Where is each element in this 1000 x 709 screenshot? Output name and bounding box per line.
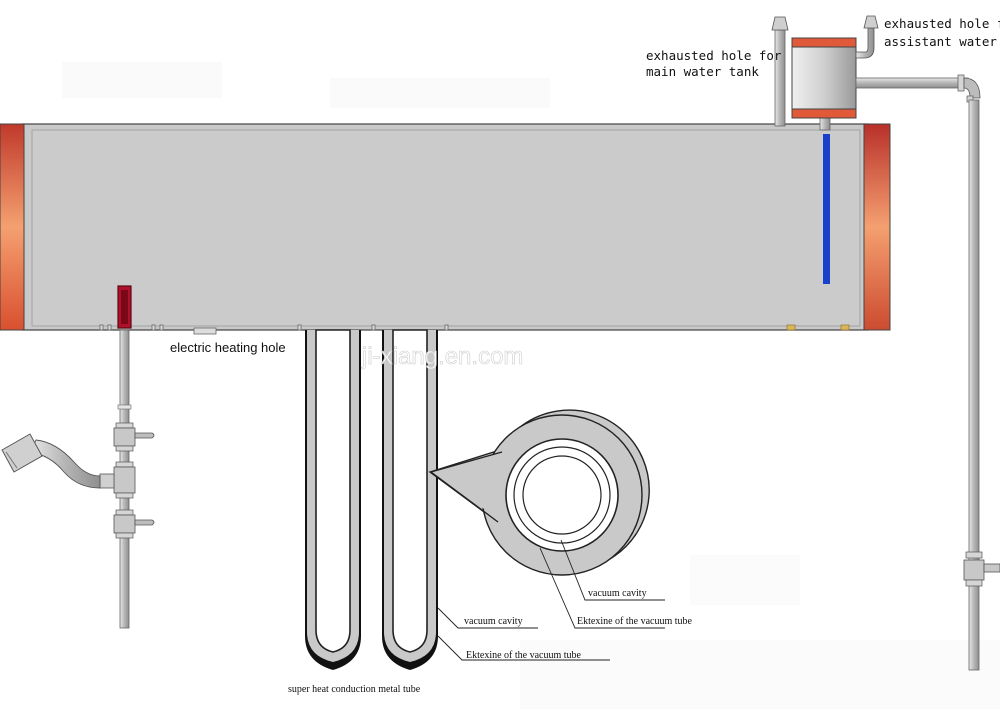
lower-valve — [113, 509, 155, 539]
assistant-water-tank — [791, 15, 879, 131]
assistant-tank-body — [791, 37, 857, 119]
tank-bottom-yellow-fittings — [786, 324, 850, 331]
tank-left-end-cap — [0, 123, 25, 331]
label-exhaust-assistant-line1: exhausted hole for — [884, 16, 1000, 31]
watermark: ji-xiang.en.com — [361, 343, 523, 370]
background-ghosts — [62, 62, 1000, 709]
shower-head — [1, 433, 101, 489]
exhaust-pipe-main-tank — [771, 16, 789, 127]
vacuum-tube-left — [305, 329, 361, 670]
vacuum-tube-right — [382, 329, 438, 670]
tank-inner-shell — [31, 129, 861, 327]
assistant-supply-pipe — [855, 74, 1000, 671]
label-exhaust-main-line1: exhausted hole for — [646, 48, 782, 63]
label-exhaust-assistant-line2: assistant water tank — [884, 34, 1000, 49]
lower-valve-handle — [134, 519, 155, 526]
upper-valve-handle — [134, 432, 155, 439]
tee-joint — [99, 461, 136, 499]
cross-section-zoom — [428, 409, 650, 576]
label-exhaust-main-line2: main water tank — [646, 64, 759, 79]
heater-indicator-core — [121, 290, 128, 324]
water-level-indicator — [823, 134, 830, 284]
upper-valve — [113, 422, 155, 452]
tank-right-end-cap — [863, 123, 891, 331]
label-metal-tube: super heat conduction metal tube — [288, 684, 421, 695]
assistant-tank-top-cap — [791, 37, 857, 48]
label-vacuum-cavity-tube: vacuum cavity — [464, 616, 523, 627]
assistant-tank-bottom-cap — [791, 108, 857, 119]
label-vacuum-cavity-zoom: vacuum cavity — [588, 588, 647, 599]
label-ektexine-tube: Ektexine of the vacuum tube — [466, 650, 582, 661]
main-water-tank — [0, 123, 891, 331]
label-ektexine-zoom: Ektexine of the vacuum tube — [577, 616, 693, 627]
leader-lines — [437, 539, 665, 661]
tank-bottom-fittings — [99, 324, 449, 335]
label-electric-heating-hole: electric heating hole — [170, 340, 286, 355]
